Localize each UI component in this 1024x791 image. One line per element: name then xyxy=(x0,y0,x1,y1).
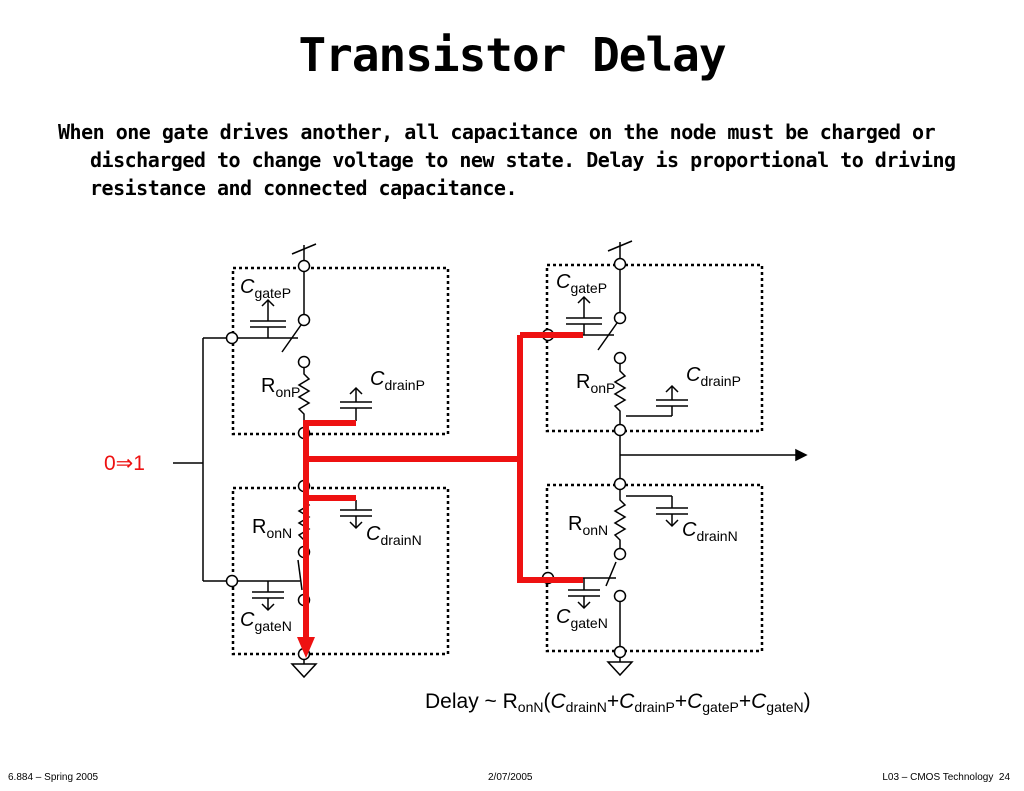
footer-lecture: L03 – CMOS Technology 24 xyxy=(882,772,1010,783)
footer-course: 6.884 – Spring 2005 xyxy=(8,772,99,783)
right-c-gaten-label: CgateN xyxy=(556,606,608,631)
right-r-onn-label: RonN xyxy=(568,513,608,538)
right-nmos-box xyxy=(545,483,764,653)
footer-date: 2/07/2005 xyxy=(488,772,533,783)
left-c-drainp-label: CdrainP xyxy=(370,368,425,393)
discharge-path xyxy=(303,332,583,640)
right-r-onp xyxy=(613,364,627,424)
left-r-onn-label: RonN xyxy=(252,516,292,541)
left-c-drainn-label: CdrainN xyxy=(366,523,422,548)
input-transition-label: 0⇒1 xyxy=(104,452,145,475)
right-r-onn xyxy=(613,490,627,548)
left-c-gatep-label: CgateP xyxy=(240,276,291,301)
right-c-drainn-label: CdrainN xyxy=(682,519,738,544)
delay-formula: Delay ~ RonN(CdrainN+CdrainP+CgateP+Cgat… xyxy=(425,690,811,715)
left-r-onp xyxy=(297,367,311,428)
right-c-gatep-label: CgateP xyxy=(556,271,607,296)
right-c-drainp-label: CdrainP xyxy=(686,364,741,389)
slide-title: Transistor Delay xyxy=(298,28,726,82)
right-pmos-box xyxy=(545,263,764,433)
discharge-arrow-head xyxy=(297,637,315,658)
slide-paragraph: When one gate drives another, all capaci… xyxy=(58,120,956,200)
left-r-onp-label: RonP xyxy=(261,375,300,400)
left-c-gaten-label: CgateN xyxy=(240,609,292,634)
left-pmos-box xyxy=(231,266,450,436)
right-r-onp-label: RonP xyxy=(576,371,615,396)
left-nmos-box xyxy=(231,486,450,656)
